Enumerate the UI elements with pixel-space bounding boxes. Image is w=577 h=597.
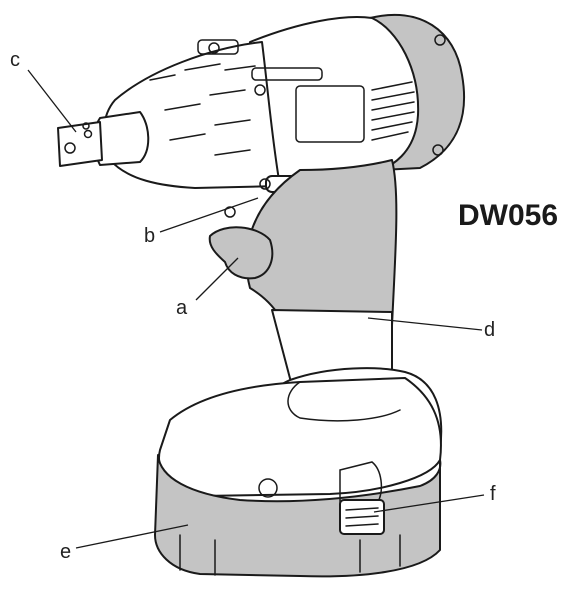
callout-e: e bbox=[60, 541, 71, 563]
callout-c: c bbox=[10, 49, 20, 71]
leader-line-d bbox=[367, 317, 483, 331]
battery-release-button bbox=[339, 499, 385, 535]
leader-line-f bbox=[373, 494, 485, 513]
leader-line-e bbox=[75, 524, 189, 549]
callout-b: b bbox=[144, 225, 155, 247]
battery-pack bbox=[154, 367, 443, 578]
motor-housing bbox=[249, 13, 466, 187]
leader-line-a bbox=[195, 257, 239, 301]
housing-label-plate bbox=[295, 85, 365, 143]
model-name: DW056 bbox=[458, 199, 558, 232]
callout-f: f bbox=[490, 483, 496, 505]
callout-a: a bbox=[176, 297, 188, 319]
leader-line-b bbox=[159, 197, 259, 233]
leader-line-c bbox=[27, 69, 77, 133]
motor-vents bbox=[371, 81, 415, 141]
trigger-switch bbox=[208, 226, 274, 280]
callout-d: d bbox=[484, 319, 495, 341]
anvil-square-drive bbox=[57, 111, 150, 167]
